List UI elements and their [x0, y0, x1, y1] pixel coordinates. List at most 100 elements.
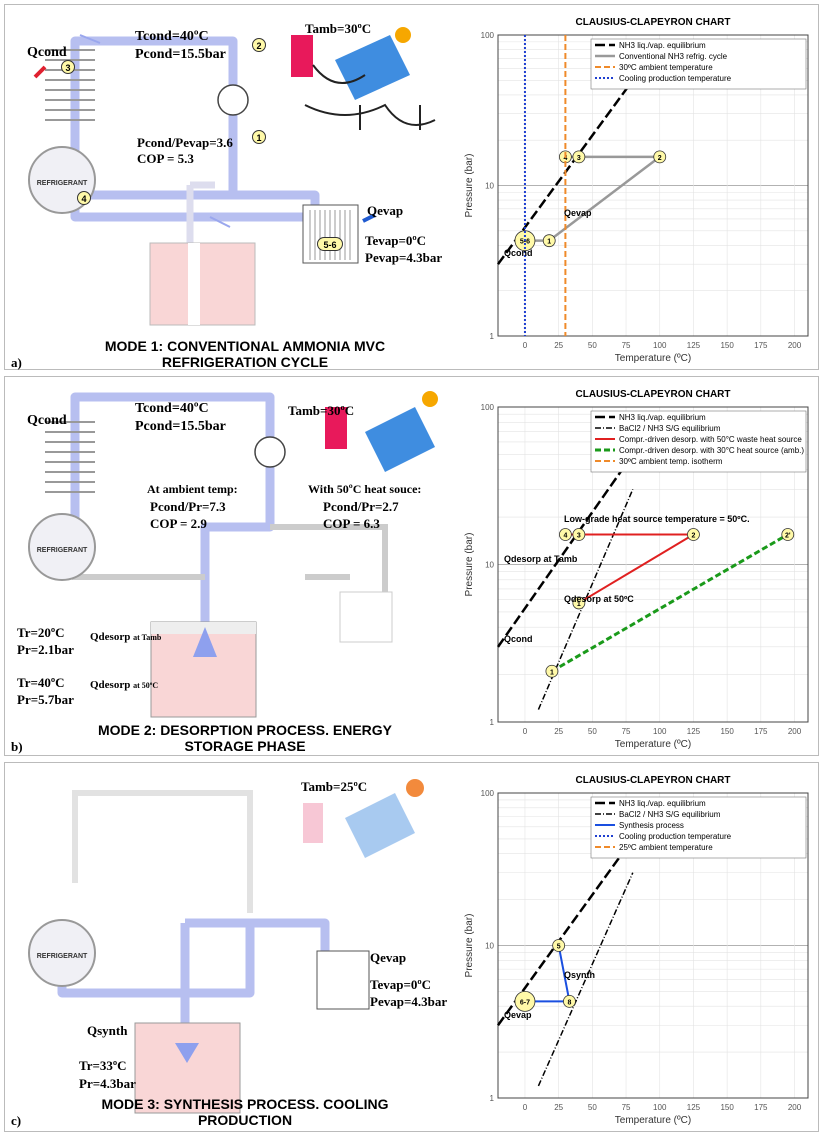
y-tick-label: 100	[481, 403, 495, 412]
x-tick-label: 100	[653, 727, 667, 736]
x-tick-label: 150	[720, 1103, 734, 1112]
legend-box	[590, 38, 807, 90]
series-line	[565, 533, 698, 604]
legend-entry: BaCl2 / NH3 S/G equilibrium	[619, 424, 721, 433]
tamb-label-a: Tamb=30ºC	[305, 21, 372, 36]
y-tick-label: 10	[485, 182, 494, 191]
panel-a: REFRIGERANT Qcond Tcond=40ºC Pcond=15.5b…	[4, 4, 819, 370]
state-point-label: 1	[550, 669, 554, 676]
y-tick-label: 10	[485, 561, 494, 570]
panel-letter-b: b)	[11, 739, 23, 754]
compressor-b	[254, 436, 286, 468]
tcond-label-a: Tcond=40ºC	[135, 29, 209, 44]
legend-box	[590, 410, 807, 473]
state-point-label: 5	[557, 944, 561, 951]
evaporator-b	[339, 591, 393, 643]
bacl2-equilibrium-line	[537, 872, 634, 1087]
qevap-label-c: Qevap	[370, 950, 407, 965]
state-point	[687, 528, 700, 541]
x-tick-label: 75	[622, 727, 631, 736]
x-tick-label: 175	[754, 1103, 768, 1112]
x-tick-label: 75	[622, 1103, 631, 1112]
solar-panel-b	[365, 407, 435, 472]
state-point-label: 2	[691, 533, 695, 540]
x-tick-label: 25	[554, 727, 563, 736]
legend-entry: NH3 liq./vap. equilibrium	[619, 41, 706, 50]
state-point-label: 3	[577, 533, 581, 540]
series-line	[551, 533, 789, 673]
chart-annotation: Qcond	[504, 634, 533, 644]
schematic-a: REFRIGERANT	[28, 27, 436, 326]
amb-ratio-b: Pcond/Pr=7.3	[150, 499, 226, 514]
state-point-4: 4	[77, 191, 91, 205]
state-point-label: 4	[563, 155, 567, 162]
state-point	[653, 150, 667, 164]
state-point	[572, 150, 586, 164]
x-tick-label: 25	[554, 1103, 563, 1112]
state-point-3: 3	[61, 60, 75, 74]
x-tick-label: 0	[523, 341, 528, 350]
heat-cop-b: COP = 6.3	[323, 516, 380, 531]
qdesorp-amb-b: Qdesorp at Tamb	[90, 631, 162, 643]
y-tick-label: 1	[490, 718, 495, 727]
x-tick-label: 150	[720, 341, 734, 350]
chart-annotation: Qcond	[504, 248, 533, 258]
solar-panel-c	[345, 793, 415, 858]
pr-label-c: Pr=4.3bar	[79, 1076, 136, 1091]
x-tick-label: 50	[588, 341, 597, 350]
tamb-label-c: Tamb=25ºC	[301, 779, 368, 794]
schematic-c: REFRIGERANT	[28, 779, 424, 1114]
svg-text:REFRIGERANT: REFRIGERANT	[37, 180, 88, 187]
state-point	[563, 994, 576, 1008]
panel-b: REFRIGERANT Qcond Tcond=40ºC Pcond=15.5b…	[4, 376, 819, 756]
x-tick-label: 50	[588, 727, 597, 736]
legend-entry: Cooling production temperature	[619, 74, 732, 83]
state-point	[558, 528, 572, 541]
heat-ratio-b: Pcond/Pr=2.7	[323, 499, 399, 514]
legend-entry: Cooling production temperature	[619, 832, 732, 841]
plot-frame	[497, 792, 809, 1099]
chart-annotation: Low-grade heat source temperature = 50ºC…	[564, 514, 750, 524]
pipe-a-top	[70, 36, 238, 100]
panel-letter-c: c)	[11, 1113, 22, 1128]
reactor-tank-a	[149, 242, 256, 326]
tamb-label-b: Tamb=30ºC	[288, 403, 355, 418]
chart-annotation: Qevap	[504, 1010, 532, 1020]
series-line	[524, 945, 571, 1003]
receiver-c	[28, 919, 96, 987]
svg-text:REFRIGERANT: REFRIGERANT	[37, 953, 88, 960]
pevap-label-c: Pevap=4.3bar	[370, 994, 448, 1009]
state-point-label: 6-7	[520, 999, 530, 1006]
state-point-label: 3	[577, 155, 581, 162]
y-tick-label: 10	[485, 942, 494, 951]
state-point-label: 1	[547, 239, 551, 246]
svg-text:REFRIGERANT: REFRIGERANT	[37, 547, 88, 554]
x-axis-label: Temperature (ºC)	[615, 739, 691, 750]
legend-box	[590, 796, 807, 859]
state-point	[545, 664, 559, 678]
x-tick-label: 200	[788, 1103, 802, 1112]
x-axis-label: Temperature (ºC)	[615, 353, 691, 364]
pcond-label-b: Pcond=15.5bar	[135, 419, 226, 434]
ratio-label-a: Pcond/Pevap=3.6	[137, 135, 233, 150]
legend-entry: 30ºC ambient temp. isotherm	[619, 457, 723, 466]
qevap-arrow-a	[362, 213, 376, 223]
evaporator-c	[316, 950, 370, 1010]
x-tick-label: 175	[754, 727, 768, 736]
x-tick-label: 0	[523, 1103, 528, 1112]
x-tick-label: 150	[720, 727, 734, 736]
x-tick-label: 75	[622, 341, 631, 350]
legend-entry: Synthesis process	[619, 821, 684, 830]
solar-panel-a	[335, 35, 410, 100]
x-tick-label: 25	[554, 341, 563, 350]
state-point	[572, 596, 586, 610]
plot-frame	[497, 34, 809, 337]
tr-label-c: Tr=33ºC	[79, 1058, 127, 1073]
heat-head-b: With 50ºC heat souce:	[308, 482, 422, 496]
x-tick-label: 200	[788, 341, 802, 350]
y-tick-label: 1	[490, 1094, 495, 1103]
sun-icon-b	[422, 391, 438, 407]
schematic-b: REFRIGERANT	[28, 391, 438, 718]
